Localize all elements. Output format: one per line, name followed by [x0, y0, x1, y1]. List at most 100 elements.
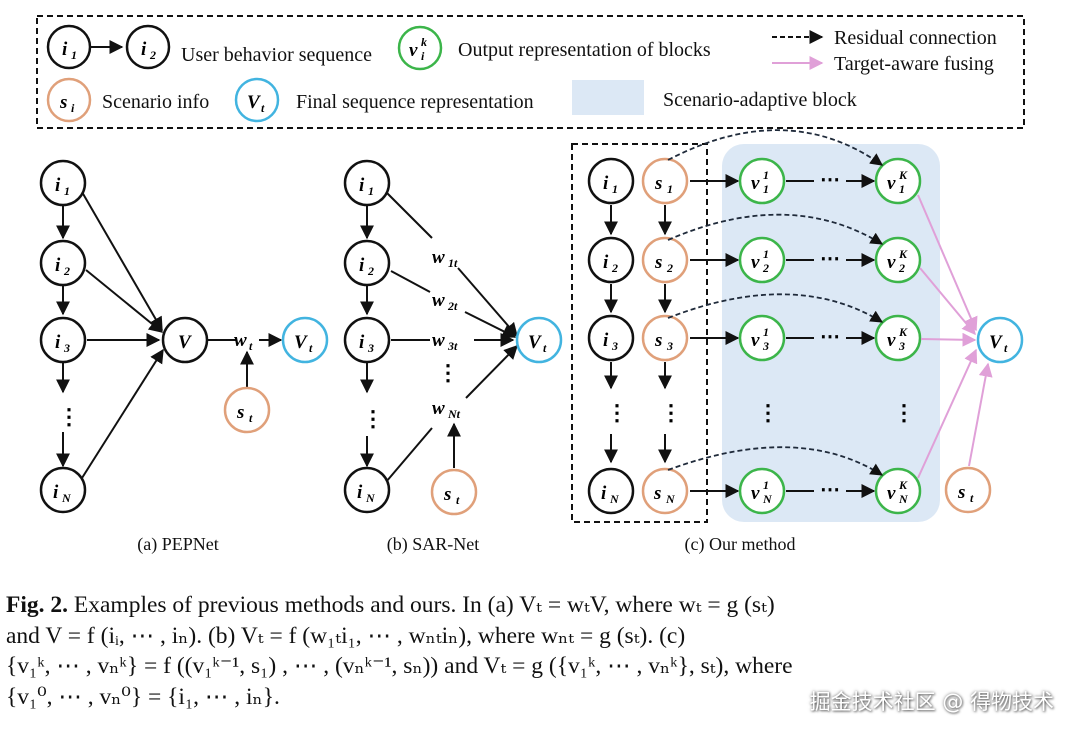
svg-text:i: i [359, 332, 365, 353]
svg-text:⋮: ⋮ [893, 400, 915, 425]
legend-node-vik: v i k [397, 25, 443, 71]
svg-text:i: i [603, 252, 609, 273]
svg-text:V: V [528, 332, 542, 353]
svg-text:v: v [887, 330, 896, 351]
svg-text:1: 1 [612, 182, 618, 196]
svg-text:1t: 1t [448, 256, 458, 270]
panel-a-node-v: V [161, 316, 209, 364]
legend-residual-connection: Residual connection [834, 27, 997, 49]
legend-scenario-info: Scenario info [102, 91, 209, 113]
panel-b-node-vt: V t [515, 316, 563, 364]
svg-text:1: 1 [763, 247, 769, 261]
svg-text:v: v [751, 252, 760, 273]
panel-c-target-aware-fusing [917, 194, 993, 479]
svg-text:v: v [751, 330, 760, 351]
svg-text:s: s [957, 482, 965, 503]
svg-text:i: i [55, 175, 61, 196]
panel-c-node-vt: V t [976, 316, 1024, 364]
svg-text:i: i [71, 101, 75, 115]
svg-text:1: 1 [899, 182, 905, 196]
svg-text:i: i [53, 482, 59, 503]
svg-text:s: s [653, 483, 661, 504]
panel-b-weight-ellipsis: ⋮ [437, 360, 459, 385]
svg-text:2: 2 [149, 48, 156, 62]
svg-text:v: v [887, 252, 896, 273]
legend-block-swatch [572, 80, 644, 115]
svg-text:w: w [234, 330, 247, 351]
svg-text:i: i [603, 173, 609, 194]
svg-text:s: s [443, 484, 451, 505]
svg-text:i: i [359, 255, 365, 276]
panel-c-node-st: s t [944, 466, 992, 514]
svg-text:1: 1 [763, 325, 769, 339]
svg-text:2: 2 [898, 261, 905, 275]
svg-text:t: t [309, 341, 313, 355]
svg-text:V: V [989, 332, 1003, 353]
svg-text:i: i [359, 175, 365, 196]
svg-text:3: 3 [762, 339, 769, 353]
panel-a-label: (a) PEPNet [137, 534, 218, 555]
svg-text:i: i [62, 39, 68, 60]
svg-text:1: 1 [763, 168, 769, 182]
svg-text:1: 1 [763, 182, 769, 196]
svg-text:V: V [294, 332, 308, 353]
legend: i 1 i 2 User behavior sequence v i k Out… [36, 15, 1025, 129]
svg-text:i: i [141, 39, 147, 60]
svg-text:t: t [456, 493, 460, 507]
svg-text:N: N [365, 491, 376, 505]
svg-text:s: s [654, 330, 662, 351]
panel-c-label: (c) Our method [685, 534, 796, 555]
svg-text:s: s [654, 252, 662, 273]
svg-text:i: i [55, 255, 61, 276]
svg-text:2: 2 [762, 261, 769, 275]
svg-text:v: v [887, 173, 896, 194]
svg-text:⋮: ⋮ [606, 400, 628, 425]
svg-text:k: k [421, 35, 427, 49]
svg-text:3: 3 [666, 339, 673, 353]
svg-text:3t: 3t [447, 339, 458, 353]
figure-diagram: i 1 i 2 User behavior sequence v i k Out… [36, 15, 1025, 555]
svg-text:t: t [249, 339, 253, 353]
svg-text:⋮: ⋮ [660, 400, 682, 425]
svg-text:K: K [898, 325, 908, 339]
svg-text:K: K [898, 478, 908, 492]
panel-c-input-box [571, 143, 708, 523]
svg-text:1: 1 [64, 184, 70, 198]
caption-line-3: {v₁ᵏ, ⋯ , vₙᵏ} = f ((v₁ᵏ⁻¹, s₁) , ⋯ , (v… [6, 653, 793, 679]
svg-text:w: w [432, 398, 445, 419]
svg-text:v: v [887, 483, 896, 504]
legend-node-si: s i [46, 77, 92, 123]
svg-text:V: V [247, 92, 261, 113]
figure-caption: Fig. 2. Examples of previous methods and… [6, 590, 1056, 712]
panel-b-node-st: s t [430, 468, 478, 516]
watermark: 掘金技术社区 @ 得物技术 [809, 690, 1054, 714]
legend-final-sequence-representation: Final sequence representation [296, 91, 534, 113]
svg-text:2: 2 [611, 261, 618, 275]
svg-text:Nt: Nt [447, 407, 461, 421]
svg-text:t: t [1004, 341, 1008, 355]
svg-text:N: N [665, 492, 676, 506]
panel-a-weight: w t [234, 330, 253, 353]
caption-line-1: Fig. 2. Examples of previous methods and… [6, 592, 775, 618]
svg-text:3: 3 [611, 339, 618, 353]
legend-target-aware-fusing: Target-aware fusing [834, 53, 994, 75]
svg-text:2: 2 [63, 264, 70, 278]
panel-b-label: (b) SAR-Net [387, 534, 480, 555]
svg-text:t: t [543, 341, 547, 355]
svg-text:3: 3 [898, 339, 905, 353]
svg-text:t: t [249, 411, 253, 425]
